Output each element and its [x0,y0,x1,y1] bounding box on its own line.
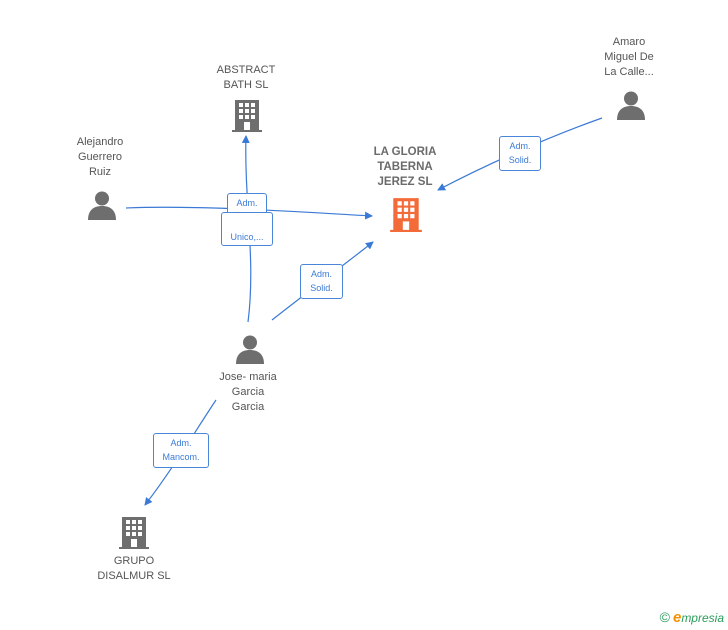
node-label-alejandro[interactable]: Alejandro Guerrero Ruiz [76,136,124,178]
person-icon[interactable] [616,90,646,120]
node-label-jose-maria[interactable]: Jose- maria Garcia Garcia [219,371,277,413]
building-icon[interactable] [119,515,149,549]
node-label-abstract-bath[interactable]: ABSTRACT BATH SL [216,64,276,91]
building-icon[interactable] [232,98,262,132]
person-icon[interactable] [87,190,117,220]
copyright-symbol: © [659,609,670,625]
brand-initial: e [672,609,682,626]
node-label-amaro[interactable]: Amaro Miguel De La Calle... [604,36,654,78]
node-label-la-gloria[interactable]: LA GLORIA TABERNA JEREZ SL [373,146,437,188]
brand-name: mpresia [681,611,724,625]
person-icon[interactable] [235,334,265,364]
edge-label-jose-maria-grupo-disalmur[interactable]: Adm. Mancom. [153,433,209,468]
edge-label-jose-maria-abstract-bath[interactable]: Unico,... [221,212,273,246]
edge-label-amaro-la-gloria[interactable]: Adm. Solid. [499,136,541,171]
node-label-grupo-disalmur[interactable]: GRUPO DISALMUR SL [97,555,171,582]
edge-label-jose-maria-la-gloria[interactable]: Adm. Solid. [300,264,343,299]
building-icon-main[interactable] [390,196,422,232]
empresia-watermark: ©empresia [660,609,724,626]
